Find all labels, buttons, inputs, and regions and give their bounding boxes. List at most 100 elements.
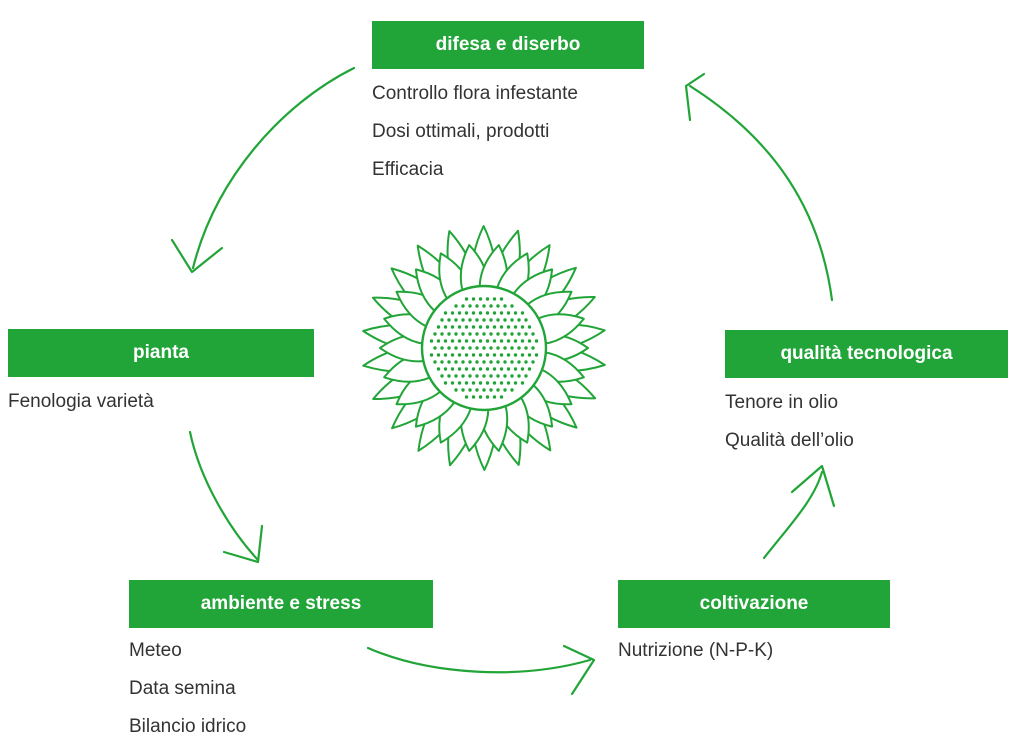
seed-dot — [429, 339, 434, 343]
seed-dot — [492, 353, 497, 357]
sunflower-icon — [362, 225, 606, 471]
seed-dot — [527, 353, 532, 357]
seed-dot — [499, 381, 504, 385]
seed-dot — [492, 339, 497, 343]
seed-dot — [468, 374, 472, 378]
seed-dot — [461, 304, 465, 308]
seed-dot — [450, 381, 455, 385]
seed-dot — [443, 311, 448, 315]
arrow-difesa-to-pianta — [170, 66, 356, 274]
seed-dot — [485, 381, 490, 385]
seed-dot — [468, 304, 472, 308]
seed-dot — [440, 360, 444, 364]
seed-dot — [510, 346, 514, 350]
seed-dot — [475, 304, 479, 308]
seed-dot — [454, 388, 458, 392]
seed-dot — [471, 311, 476, 315]
seed-dot — [534, 339, 539, 343]
seed-dot — [440, 318, 444, 322]
seed-dot — [503, 346, 507, 350]
seed-dot — [471, 367, 476, 371]
node-item: Meteo — [129, 640, 182, 661]
seed-dot — [510, 332, 514, 336]
seed-dot — [464, 297, 469, 301]
seed-dot — [485, 339, 490, 343]
seed-dot — [520, 339, 525, 343]
seed-dot — [496, 346, 500, 350]
seed-dot — [471, 325, 476, 329]
seed-dot — [520, 353, 525, 357]
seed-dot — [503, 318, 507, 322]
arrow-coltivazione-to-qualita — [762, 464, 836, 560]
node-items-difesa: Controllo flora infestante Dosi ottimali… — [372, 75, 644, 189]
seed-dot — [485, 325, 490, 329]
seed-dot — [499, 367, 504, 371]
seed-dot — [517, 360, 521, 364]
seed-dot — [471, 395, 476, 399]
node-item: Fenologia varietà — [8, 391, 154, 412]
seed-dot — [499, 353, 504, 357]
seed-dot — [492, 395, 497, 399]
seed-dot — [489, 346, 493, 350]
seed-dot — [482, 388, 486, 392]
node-label-coltivazione: coltivazione — [618, 580, 890, 628]
seed-dot — [513, 353, 518, 357]
node-item: Dosi ottimali, prodotti — [372, 121, 550, 142]
seed-dot — [482, 318, 486, 322]
seed-dot — [478, 325, 483, 329]
seed-dot — [489, 318, 493, 322]
node-pianta: pianta Fenologia varietà — [8, 329, 314, 421]
seed-dot — [496, 388, 500, 392]
seed-dot — [524, 346, 528, 350]
seed-dot — [482, 374, 486, 378]
seed-dot — [499, 311, 504, 315]
seed-dot — [436, 367, 441, 371]
seed-dot — [464, 311, 469, 315]
seed-dot — [461, 360, 465, 364]
node-label-qualita: qualità tecnologica — [725, 330, 1008, 378]
seed-dot — [482, 346, 486, 350]
seed-dot — [496, 304, 500, 308]
seed-dot — [447, 374, 451, 378]
seed-dot — [447, 332, 451, 336]
seed-dot — [436, 339, 441, 343]
seed-dot — [433, 360, 437, 364]
node-item: Nutrizione (N-P-K) — [618, 640, 774, 661]
seed-dot — [468, 388, 472, 392]
seed-dot — [485, 353, 490, 357]
seed-dot — [454, 332, 458, 336]
seed-dot — [471, 381, 476, 385]
seed-dot — [461, 318, 465, 322]
seed-dot — [517, 374, 521, 378]
seed-dot — [447, 318, 451, 322]
seed-dot — [527, 325, 532, 329]
seed-dot — [478, 395, 483, 399]
node-items-qualita: Tenore in olio Qualità dell’olio — [725, 384, 1008, 460]
seed-dot — [482, 360, 486, 364]
seed-dot — [468, 360, 472, 364]
seed-dot — [506, 367, 511, 371]
seed-dot — [475, 360, 479, 364]
seed-dot — [454, 304, 458, 308]
node-item: Efficacia — [372, 159, 444, 180]
seed-dot — [436, 325, 441, 329]
seed-dot — [478, 381, 483, 385]
seed-dot — [454, 360, 458, 364]
seed-dot — [436, 353, 441, 357]
seed-dot — [520, 311, 525, 315]
seed-dot — [517, 332, 521, 336]
seed-dot — [475, 388, 479, 392]
node-items-ambiente: Meteo Data semina Bilancio idrico — [129, 632, 433, 746]
seed-dot — [464, 367, 469, 371]
seed-dot — [454, 374, 458, 378]
seed-dot — [464, 339, 469, 343]
seed-dot — [457, 367, 462, 371]
seed-dot — [450, 311, 455, 315]
seed-dot — [429, 353, 434, 357]
seed-dot — [513, 325, 518, 329]
seed-dot — [478, 367, 483, 371]
seed-dot — [499, 395, 504, 399]
seed-dot — [475, 332, 479, 336]
seed-dot — [492, 381, 497, 385]
seed-dot — [517, 346, 521, 350]
